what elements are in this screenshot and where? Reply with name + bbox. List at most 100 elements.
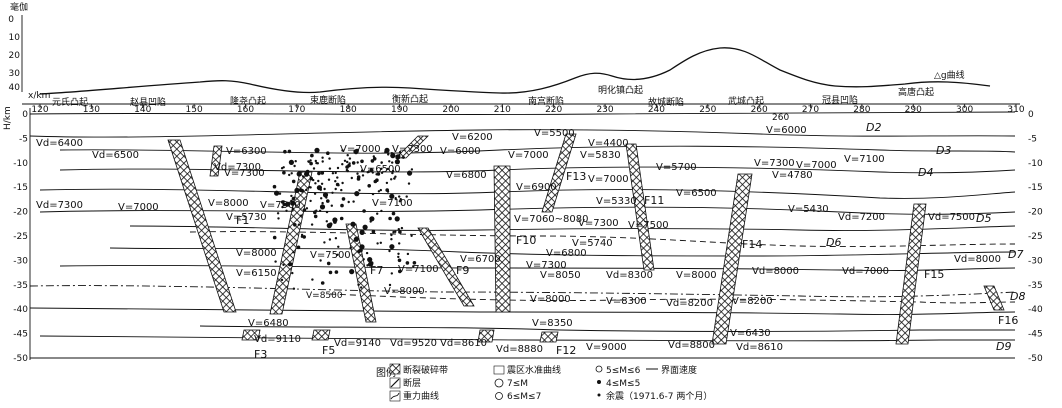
velocity-label: V=5830 <box>580 150 621 161</box>
hypocenter-dot <box>397 258 402 263</box>
hypocenter-dot <box>302 235 307 239</box>
hypocenter-dot <box>385 188 390 192</box>
hypocenter-dot <box>317 179 320 183</box>
velocity-labels: Vd=6400 Vd=6500 V=6300 V=7000 V=7300 V=6… <box>36 125 1001 355</box>
hypocenter-dot <box>287 149 292 154</box>
velocity-label: V=8350 <box>532 318 573 329</box>
hypocenter-dot <box>325 210 329 214</box>
hypocenter-dot <box>350 176 353 180</box>
hypocenter-dot <box>384 150 387 154</box>
hypocenter-dot <box>334 171 337 175</box>
hypocenter-dot <box>392 230 395 234</box>
velocity-label: V=7000 <box>796 160 837 171</box>
x-tick-label: 300 <box>956 105 973 115</box>
hypocenter-dot <box>334 180 337 183</box>
fault-zone <box>209 145 223 177</box>
hypocenter-dot <box>370 159 375 163</box>
velocity-label: V=7000 <box>340 144 381 155</box>
interface-label: D9 <box>996 340 1011 353</box>
depth-tick-left: -25 <box>13 232 28 242</box>
velocity-label: V=6480 <box>248 318 289 329</box>
hypocenter-dot <box>380 209 383 213</box>
depth-tick-left: -15 <box>13 183 28 193</box>
hypocenter-dot <box>359 244 365 250</box>
hypocenter-dot <box>282 200 285 203</box>
structure-labels: 元氏凸起 赵县凹陷 隆尧凸起 束鹿断陷 衡新凸起 南宫断陷 明化镇凸起 故城断陷… <box>52 84 934 108</box>
hypocenter-dot <box>328 270 333 275</box>
structure-label: 故城断陷 <box>648 96 684 108</box>
velocity-label: V=8000 <box>676 270 717 281</box>
hypocenter-dot <box>351 161 356 165</box>
fault-label: F1 <box>236 214 249 227</box>
structure-label: 高唐凸起 <box>898 86 934 98</box>
hypocenter-dot <box>321 160 324 163</box>
depth-tick-right: -30 <box>1028 256 1043 266</box>
velocity-label: V=9000 <box>586 342 627 353</box>
legend-item: 余震（1971.6-7 两个月） <box>606 390 712 402</box>
hypocenter-dot <box>379 241 382 244</box>
hypocenter-dot <box>302 175 305 178</box>
layer-line <box>59 145 1016 154</box>
structure-label: 衡新凸起 <box>392 93 428 105</box>
velocity-label: V=7500 <box>310 250 351 261</box>
legend-m5-6-icon <box>595 365 603 373</box>
hypocenter-dot <box>328 238 332 241</box>
fault-label: F13 <box>566 170 586 183</box>
hypocenter-dot <box>291 196 296 201</box>
hypocenter-dot <box>291 209 294 212</box>
hypocenter-dot <box>347 163 351 168</box>
hypocenter-dot <box>328 167 332 170</box>
hypocenter-dot <box>410 168 414 171</box>
hypocenter-dot <box>390 152 394 155</box>
structure-label: 明化镇凸起 <box>598 84 643 96</box>
hypocenter-dot <box>346 169 349 173</box>
hypocenter-dot <box>308 185 311 189</box>
earthquake-hypocenters <box>272 147 417 290</box>
fault-label: F3 <box>254 348 267 361</box>
velocity-label: Vd=8000 <box>752 266 799 277</box>
depth-tick-right: -10 <box>1028 159 1043 169</box>
layer-line <box>109 247 1016 257</box>
hypocenter-dot <box>292 287 296 290</box>
velocity-label: V=7100 <box>398 264 439 275</box>
hypocenter-dot <box>314 182 317 185</box>
structure-label: 冠县凹陷 <box>822 94 858 106</box>
hypocenter-dot <box>291 179 296 184</box>
hypocenter-dot <box>356 161 359 164</box>
velocity-label: V=7100 <box>372 198 413 209</box>
x-tick-label: 190 <box>391 105 408 115</box>
velocity-label: V=5740 <box>572 238 613 249</box>
gravity-curve <box>39 47 991 95</box>
x-tick-label: 170 <box>288 105 305 115</box>
depth-tick-right: -25 <box>1028 232 1043 242</box>
depth-ticks-left: 0-5-10-15-20-25-30-35-40-45-50 <box>13 110 28 364</box>
legend-level-curve-icon <box>493 365 505 375</box>
hypocenter-dot <box>317 171 321 176</box>
hypocenter-dot <box>367 184 372 188</box>
velocity-label: V=7100 <box>844 154 885 165</box>
hypocenter-dot <box>355 148 359 153</box>
hypocenter-dot <box>388 283 392 287</box>
hypocenter-dot <box>394 175 397 178</box>
x-tick-label: 250 <box>699 105 716 115</box>
hypocenter-dot <box>289 262 293 267</box>
structure-label: 南宫断陷 <box>528 95 564 107</box>
depth-tick-left: -50 <box>13 354 28 364</box>
x-tick-label: 230 <box>596 105 613 115</box>
velocity-label: V=8000 <box>208 198 249 209</box>
hypocenter-dot <box>305 207 309 210</box>
hypocenter-dot <box>386 167 390 171</box>
layer-lines <box>29 111 1016 359</box>
hypocenter-dot <box>375 178 379 182</box>
hypocenter-dot <box>282 170 286 175</box>
depth-tick-left: -45 <box>13 330 28 340</box>
hypocenter-dot <box>296 171 302 177</box>
hypocenter-dot <box>398 150 402 154</box>
velocity-label: V=7300 <box>754 158 795 169</box>
hypocenter-dot <box>390 238 393 241</box>
depth-tick-left: -10 <box>13 159 28 169</box>
gravity-tick: 0 <box>8 15 14 25</box>
interface-labels: D2 D3 D4 D5 D6 D7 D8 D9 <box>826 121 1025 353</box>
hypocenter-dot <box>309 161 313 166</box>
